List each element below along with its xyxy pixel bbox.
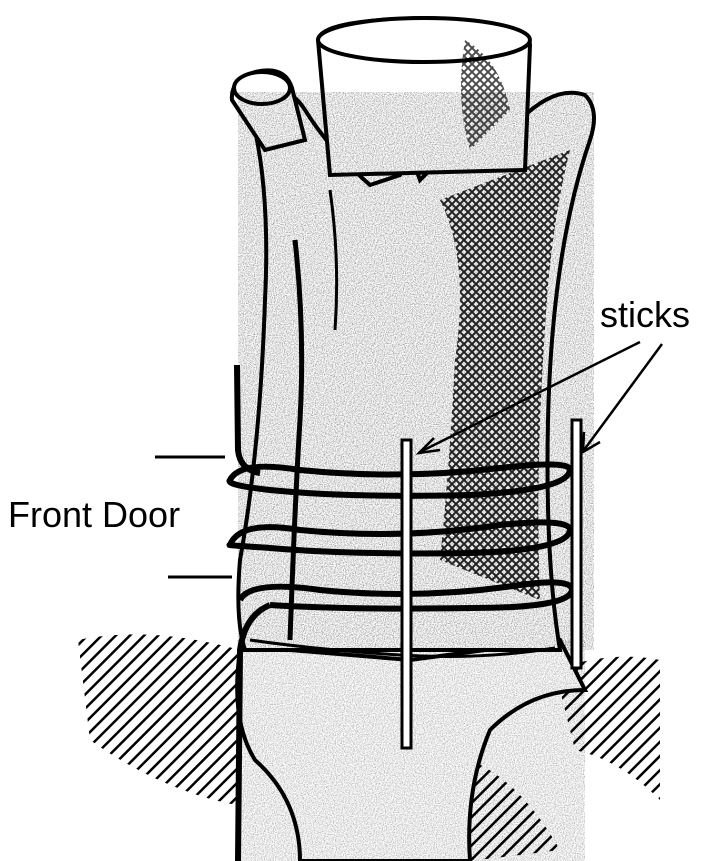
stick-right: [572, 420, 581, 668]
tree-trunk: [232, 18, 594, 656]
stick-center: [402, 440, 411, 748]
front-door-label: Front Door: [8, 494, 180, 536]
sticks-label: sticks: [600, 294, 690, 336]
